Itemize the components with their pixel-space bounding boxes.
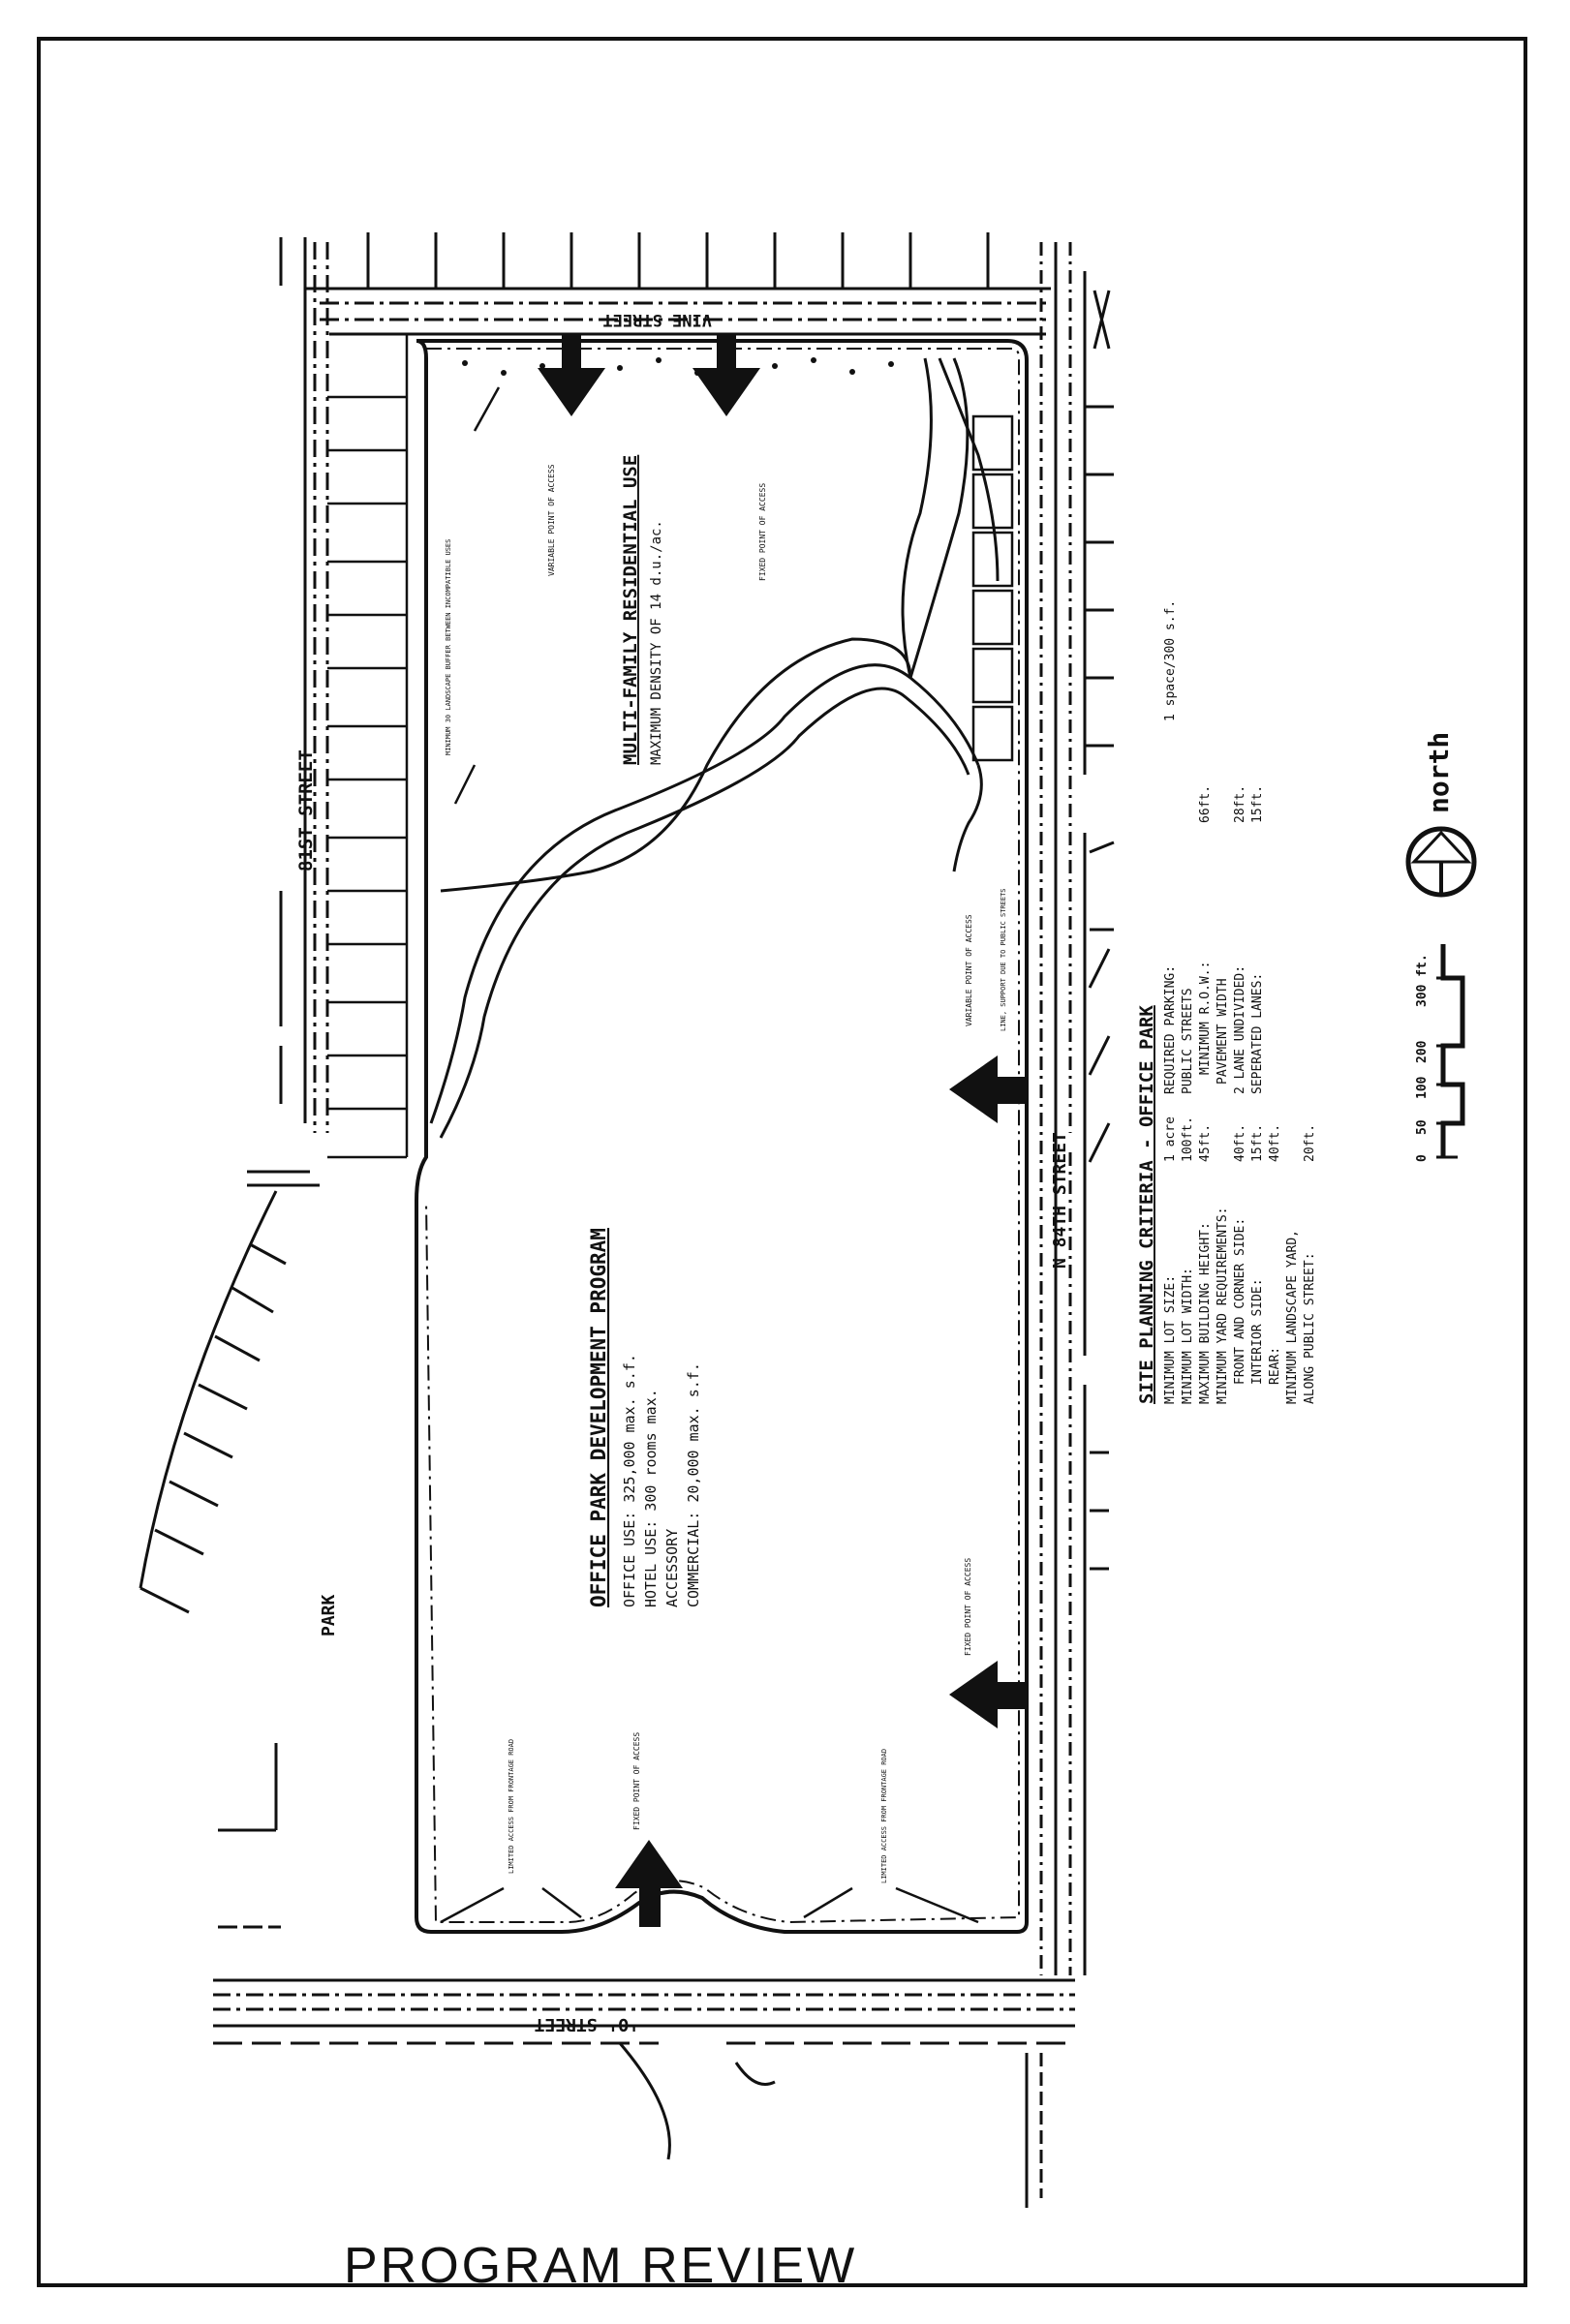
criteria-col2-label-4: PAVEMENT WIDTH <box>1216 978 1230 1085</box>
access-label-fixed-84th: FIXED POINT OF ACCESS <box>964 1558 972 1656</box>
office-program-line-3: ACCESSORY <box>663 1529 681 1607</box>
street-label-n84th: N 84TH STREET <box>1050 1132 1070 1269</box>
office-program-line-4: COMMERCIAL: 20,000 max. s.f. <box>685 1362 702 1607</box>
criteria-col1-value-3: 45ft. <box>1198 1124 1213 1162</box>
scale-bar: 0 50 100 200 300 ft. <box>1415 944 1465 1162</box>
access-arrows <box>538 334 1025 1927</box>
leader-arrows <box>440 386 979 1924</box>
criteria-col1-label-1: MINIMUM LOT SIZE: <box>1163 1275 1178 1404</box>
north-label: north <box>1423 732 1455 813</box>
street-label-vine: VINE STREET <box>602 310 712 329</box>
criteria-col1-label-5: FRONT AND CORNER SIDE: <box>1233 1218 1247 1385</box>
criteria-col1-label-2: MINIMUM LOT WIDTH: <box>1181 1268 1195 1404</box>
north-arrow-icon: north <box>1405 732 1477 898</box>
criteria-col2-value-5: 28ft. <box>1233 785 1247 823</box>
criteria-col1-label-8: MINIMUM LANDSCAPE YARD, <box>1285 1230 1300 1404</box>
criteria-col1-value-1: 1 acre <box>1163 1116 1178 1162</box>
scale-label-0: 0 <box>1415 1154 1430 1162</box>
park-lines <box>139 1190 287 1929</box>
access-label-variable-84th: VARIABLE POINT OF ACCESS <box>965 914 973 1026</box>
criteria-title: SITE PLANNING CRITERIA - OFFICE PARK <box>1136 1005 1157 1404</box>
lots-81st <box>327 334 409 1159</box>
street-label-o: 'O' STREET <box>534 2014 639 2034</box>
criteria-col1-value-2: 100ft. <box>1181 1116 1195 1162</box>
criteria-col2-label-6: SEPERATED LANES: <box>1250 973 1265 1094</box>
criteria-col1-label-4: MINIMUM YARD REQUIREMENTS: <box>1216 1208 1230 1405</box>
sheet-border <box>37 37 1527 2287</box>
vine-buffer <box>462 357 894 376</box>
criteria-col1-value-9: 20ft. <box>1303 1124 1317 1162</box>
criteria-col2-label-1: REQUIRED PARKING: <box>1163 965 1178 1094</box>
street-label-81st: 81ST STREET <box>295 749 317 872</box>
buffer-label: MINIMUM 30 LANDSCAPE BUFFER BETWEEN INCO… <box>445 539 452 755</box>
criteria-col2-value-6: 15ft. <box>1250 785 1265 823</box>
access-label-fixed-o: FIXED POINT OF ACCESS <box>632 1732 641 1830</box>
criteria-col2-value-1: 1 space/300 s.f. <box>1163 600 1178 721</box>
street-o <box>213 1978 1075 2208</box>
street-81st <box>247 237 329 1187</box>
program-review-title: PROGRAM REVIEW <box>344 2238 858 2294</box>
criteria-col1-label-7: REAR: <box>1268 1347 1282 1385</box>
scale-label-100: 100 <box>1415 1076 1430 1099</box>
site-boundary-inner <box>425 348 1020 1924</box>
criteria-col1-label-9: ALONG PUBLIC STREET: <box>1303 1252 1317 1404</box>
criteria-col2-label-5: 2 LANE UNDIVIDED: <box>1233 965 1247 1094</box>
line-note-label: LINE, SUPPORT DUE TO PUBLIC STREETS <box>1000 888 1007 1031</box>
access-label-limited-west: LIMITED ACCESS FROM FRONTAGE ROAD <box>508 1739 515 1874</box>
access-label-variable-vine: VARIABLE POINT OF ACCESS <box>547 464 556 576</box>
street-vine <box>305 232 1111 350</box>
office-program-line-1: OFFICE USE: 325,000 max. s.f. <box>621 1354 638 1607</box>
residential-density: MAXIMUM DENSITY OF 14 d.u./ac. <box>649 520 664 765</box>
criteria-col1-value-7: 40ft. <box>1268 1124 1282 1162</box>
park-label: PARK <box>319 1594 339 1636</box>
office-program-line-2: HOTEL USE: 300 rooms max. <box>642 1389 660 1607</box>
residential-title: MULTI-FAMILY RESIDENTIAL USE <box>620 455 641 765</box>
criteria-col2-label-3: MINIMUM R.O.W.: <box>1198 962 1213 1075</box>
criteria-col2-label-2: PUBLIC STREETS <box>1181 988 1195 1094</box>
access-label-fixed-vine: FIXED POINT OF ACCESS <box>758 483 767 581</box>
criteria-col1-value-6: 15ft. <box>1250 1124 1265 1162</box>
scale-label-200: 200 <box>1415 1040 1430 1063</box>
criteria-col1-label-6: INTERIOR SIDE: <box>1250 1278 1265 1385</box>
criteria-col2-value-3: 66ft. <box>1198 785 1213 823</box>
scale-label-50: 50 <box>1415 1119 1430 1135</box>
criteria-col1-label-3: MAXIMUM BUILDING HEIGHT: <box>1198 1222 1213 1404</box>
site-criteria: SITE PLANNING CRITERIA - OFFICE PARK MIN… <box>1136 600 1317 1404</box>
site-boundary <box>415 339 1029 1934</box>
creek <box>429 357 1000 1139</box>
street-n84th <box>1039 242 1115 1975</box>
criteria-col1-value-5: 40ft. <box>1233 1124 1247 1162</box>
lots-84th-north <box>971 414 1014 762</box>
scale-label-300: 300 ft. <box>1415 954 1430 1007</box>
access-label-limited-east: LIMITED ACCESS FROM FRONTAGE ROAD <box>880 1749 888 1883</box>
office-program-title: OFFICE PARK DEVELOPMENT PROGRAM <box>587 1228 610 1607</box>
